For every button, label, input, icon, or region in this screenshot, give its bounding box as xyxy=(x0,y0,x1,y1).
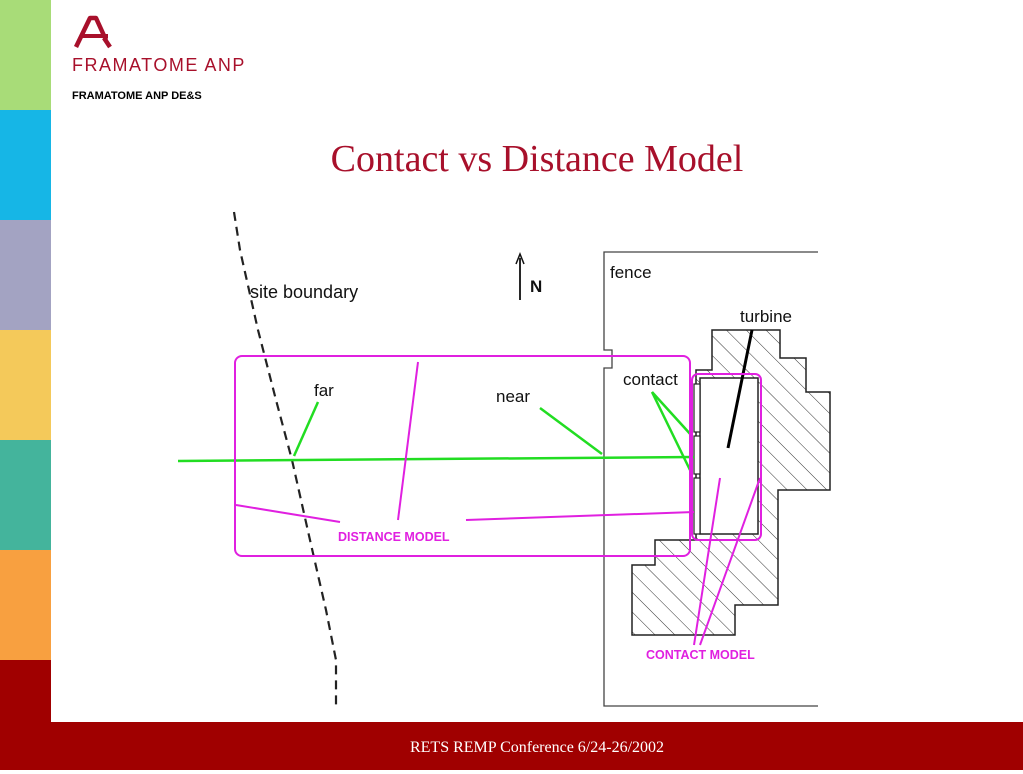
contact-label: contact xyxy=(623,370,678,389)
north-label: N xyxy=(530,277,542,296)
stripe-green xyxy=(0,0,51,110)
distance-model-label: DISTANCE MODEL xyxy=(338,530,450,544)
framatome-logo-icon xyxy=(73,15,112,49)
stripe-lavender xyxy=(0,220,51,330)
contact-pointer-1 xyxy=(651,391,693,437)
north-arrow-icon xyxy=(515,251,525,300)
footer-text: RETS REMP Conference 6/24-26/2002 xyxy=(409,739,665,756)
stripe-yellow xyxy=(0,330,51,440)
near-pointer xyxy=(539,406,603,456)
brand-division: FRAMATOME ANP DE&S xyxy=(72,90,202,102)
receptor-line xyxy=(177,455,695,463)
stripe-red xyxy=(0,660,51,770)
distance-model-box xyxy=(234,355,691,557)
contact-model-label: CONTACT MODEL xyxy=(646,648,755,662)
far-pointer xyxy=(292,401,320,457)
contact-pointer-2 xyxy=(650,391,692,471)
contact-distance-diagram: N site boundary fence turbine far near c… xyxy=(177,211,831,707)
stripe-orange xyxy=(0,550,51,660)
stripe-teal xyxy=(0,440,51,550)
contact-model-box xyxy=(691,373,762,541)
turbine-label: turbine xyxy=(740,307,792,326)
near-label: near xyxy=(496,387,530,406)
footer-bar: RETS REMP Conference 6/24-26/2002 xyxy=(51,722,1023,770)
far-label: far xyxy=(314,381,334,400)
fence-line xyxy=(603,251,818,707)
site-boundary-label: site boundary xyxy=(250,282,358,302)
stripe-cyan xyxy=(0,110,51,220)
site-boundary-line xyxy=(232,211,338,705)
fence-label: fence xyxy=(610,263,652,282)
brand-name: FRAMATOME ANP xyxy=(72,55,246,75)
turbine-pointer xyxy=(726,329,754,449)
slide-title: Contact vs Distance Model xyxy=(330,138,744,180)
